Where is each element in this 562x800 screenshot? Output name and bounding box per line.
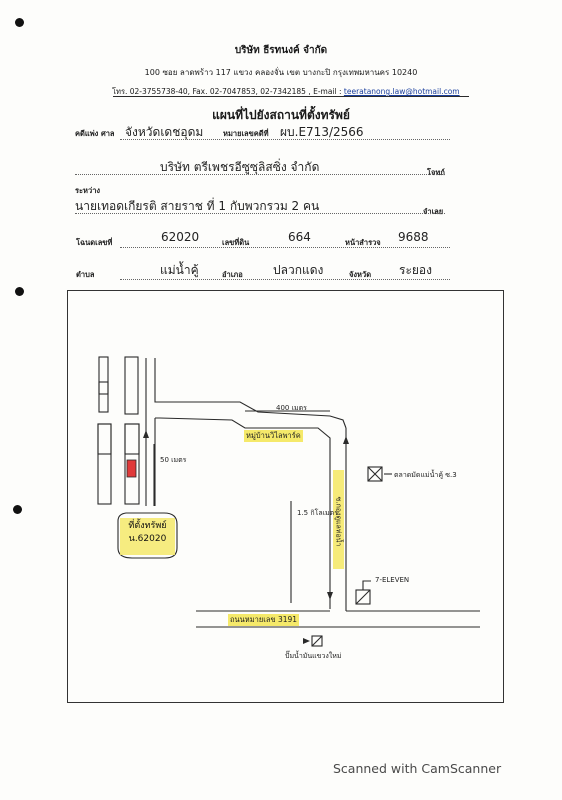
village-road-top xyxy=(154,358,347,429)
punch-hole-bottom xyxy=(13,505,22,514)
company-name: บริษัท ธีรทนงค์ จำกัด xyxy=(234,45,328,56)
dist-400-label: 400 เมตร xyxy=(276,404,307,412)
house-block-upper-right xyxy=(124,356,139,415)
gas-arrow xyxy=(303,638,310,644)
deed-label: โฉนดเลขที่ xyxy=(76,238,113,247)
target-parcel xyxy=(126,459,137,478)
court-value: จังหวัดเดชอุดม xyxy=(125,125,204,139)
plaintiff-underline xyxy=(75,174,445,175)
location-underline xyxy=(120,279,450,280)
defendant-value: นายเทอดเกียรติ สายราช ที่ 1 กับพวกรวม 2 … xyxy=(75,199,320,213)
black-case-label: หมายเลขคดีที่ xyxy=(223,129,269,138)
house-block-lower-left-a xyxy=(97,423,112,505)
target-label: ที่ตั้งทรัพย์ น.62020 xyxy=(120,520,175,546)
soi-highlight xyxy=(333,470,344,569)
market-label: ตลาดมัดแม่น้ำคู้ ซ.3 xyxy=(394,471,457,479)
punch-hole-middle xyxy=(15,287,24,296)
map-frame xyxy=(67,290,504,703)
court-label: คดีแพ่ง ศาล xyxy=(75,129,115,138)
lane-arrow-up xyxy=(143,430,149,438)
store-slash xyxy=(355,589,371,605)
land-no-label: เลขที่ดิน xyxy=(222,238,250,247)
contact-phones: โทร. 02-3755738-40, Fax. 02-7047853, 02-… xyxy=(112,87,342,96)
house-block-lower-left-b xyxy=(97,423,112,455)
soi-arrow-up xyxy=(343,436,349,444)
soi-arrow-down xyxy=(327,592,333,600)
header-divider xyxy=(113,96,469,97)
survey-value: 9688 xyxy=(398,230,429,244)
company-contact: โทร. 02-3755738-40, Fax. 02-7047853, 02-… xyxy=(112,86,460,98)
dist-50-label: 50 เมตร xyxy=(160,456,187,464)
house-block-upper-left-divider xyxy=(98,381,109,395)
land-no-value: 664 xyxy=(288,230,311,244)
company-address: 100 ซอย ลาดพร้าว 117 แขวง คลองจั่น เขต บ… xyxy=(144,68,418,77)
deed-underline xyxy=(120,247,450,248)
contact-email: teeratanong.law@hotmail.com xyxy=(343,87,460,96)
target-bubble xyxy=(117,512,178,559)
province-value: ระยอง xyxy=(399,263,432,277)
market-cross xyxy=(367,466,383,482)
scanner-watermark: Scanned with CamScanner xyxy=(333,761,502,776)
plaintiff-value: บริษัท ตรีเพชรอีซูซุลิสซิ่ง จำกัด xyxy=(160,160,320,174)
store-pointer xyxy=(362,580,371,590)
village-road-label: หมู่บ้านวิไลพาร์ค xyxy=(244,430,303,442)
village-road-bottom xyxy=(155,417,331,609)
punch-hole-top xyxy=(15,18,24,27)
subdistrict-value: แม่น้ำคู้ xyxy=(160,263,199,277)
gas-station-slash xyxy=(311,635,323,647)
store-label: 7-ELEVEN xyxy=(375,576,410,584)
soi-label: ซ.กองดูแลท่อนํ้า xyxy=(334,496,343,547)
survey-label: หน้าสำรวจ xyxy=(345,238,381,247)
between-label: ระหว่าง xyxy=(75,186,101,195)
target-label-title: ที่ตั้งทรัพย์ xyxy=(128,521,167,531)
defendant-underline xyxy=(75,213,445,214)
house-block-lower-right-divider xyxy=(124,423,140,455)
court-underline xyxy=(120,139,450,140)
gas-station-marker xyxy=(311,635,323,647)
plaintiff-label: โจทก์ xyxy=(427,168,445,177)
district-label: อำเภอ xyxy=(222,270,243,279)
highway-label: ถนนหมายเลข 3191 xyxy=(228,614,300,626)
house-block-upper-left xyxy=(98,356,109,413)
defendant-label: จำเลย xyxy=(423,207,444,216)
province-label: จังหวัด xyxy=(349,270,372,279)
document-title: แผนที่ไปยังสถานที่ตั้งทรัพย์ xyxy=(212,108,350,122)
black-case-value: ผบ.E713/2566 xyxy=(280,125,364,139)
target-label-deed: น.62020 xyxy=(128,534,167,544)
market-marker xyxy=(367,466,383,482)
deed-value: 62020 xyxy=(161,230,200,244)
target-highlight xyxy=(120,518,175,555)
district-value: ปลวกแดง xyxy=(273,263,324,277)
gas-station-label: ปั๊มน้ำมันแขวงใหม่ xyxy=(285,652,342,660)
dist-1-5-label: 1.5 กิโลเมตร xyxy=(297,509,338,517)
subdistrict-label: ตำบล xyxy=(76,270,95,279)
